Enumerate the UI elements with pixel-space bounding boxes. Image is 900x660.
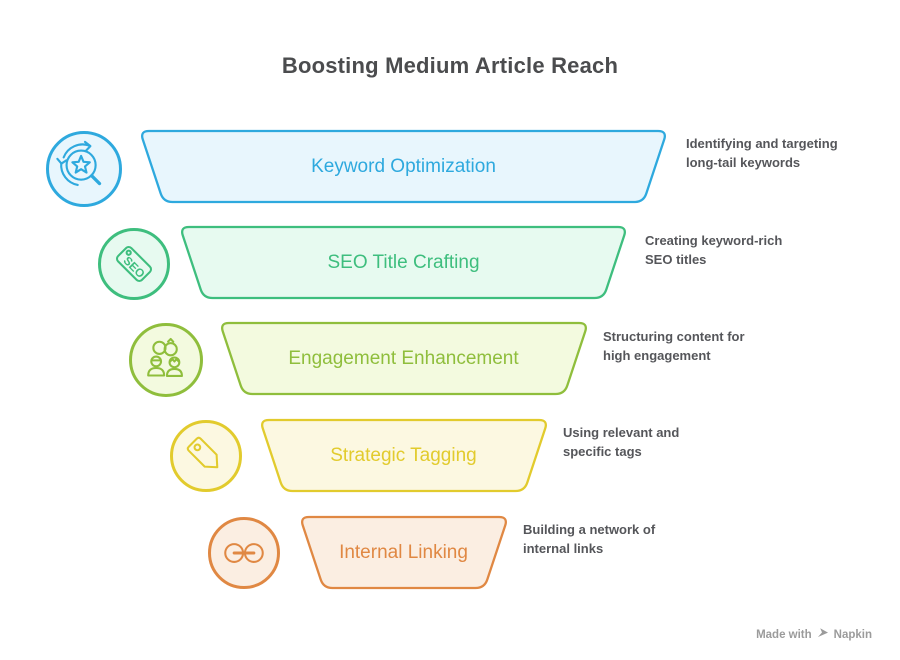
watermark-brand: Napkin (833, 628, 872, 641)
napkin-watermark[interactable]: Made with Napkin (756, 627, 872, 642)
search-refresh-star-icon (46, 131, 122, 207)
funnel-segment-5 (300, 515, 507, 590)
people-rings-icon (129, 323, 203, 397)
seo-tag-icon: SEO (98, 228, 170, 300)
funnel-segment-2 (180, 225, 627, 300)
stage-description: Identifying and targeting long-tail keyw… (686, 136, 838, 170)
stage-label: Internal Linking (339, 541, 468, 563)
stage-description: Using relevant and specific tags (563, 425, 680, 459)
tag-icon (170, 420, 242, 492)
funnel-segment-4 (260, 418, 547, 493)
stage-label: Engagement Enhancement (288, 347, 519, 369)
stage-description: Structuring content for high engagement (603, 329, 745, 363)
stage-description: Creating keyword-rich SEO titles (645, 233, 783, 267)
stage-label: Strategic Tagging (330, 444, 477, 466)
funnel-segment-3 (220, 321, 587, 396)
stage-label: Keyword Optimization (311, 155, 496, 177)
link-icon (208, 517, 280, 589)
funnel-segment-1 (140, 129, 667, 204)
watermark-prefix: Made with (756, 628, 812, 641)
stage-label: SEO Title Crafting (327, 251, 480, 273)
stage-description: Building a network of internal links (523, 522, 656, 556)
page-title: Boosting Medium Article Reach (281, 53, 619, 78)
napkin-logo-icon (817, 627, 829, 642)
